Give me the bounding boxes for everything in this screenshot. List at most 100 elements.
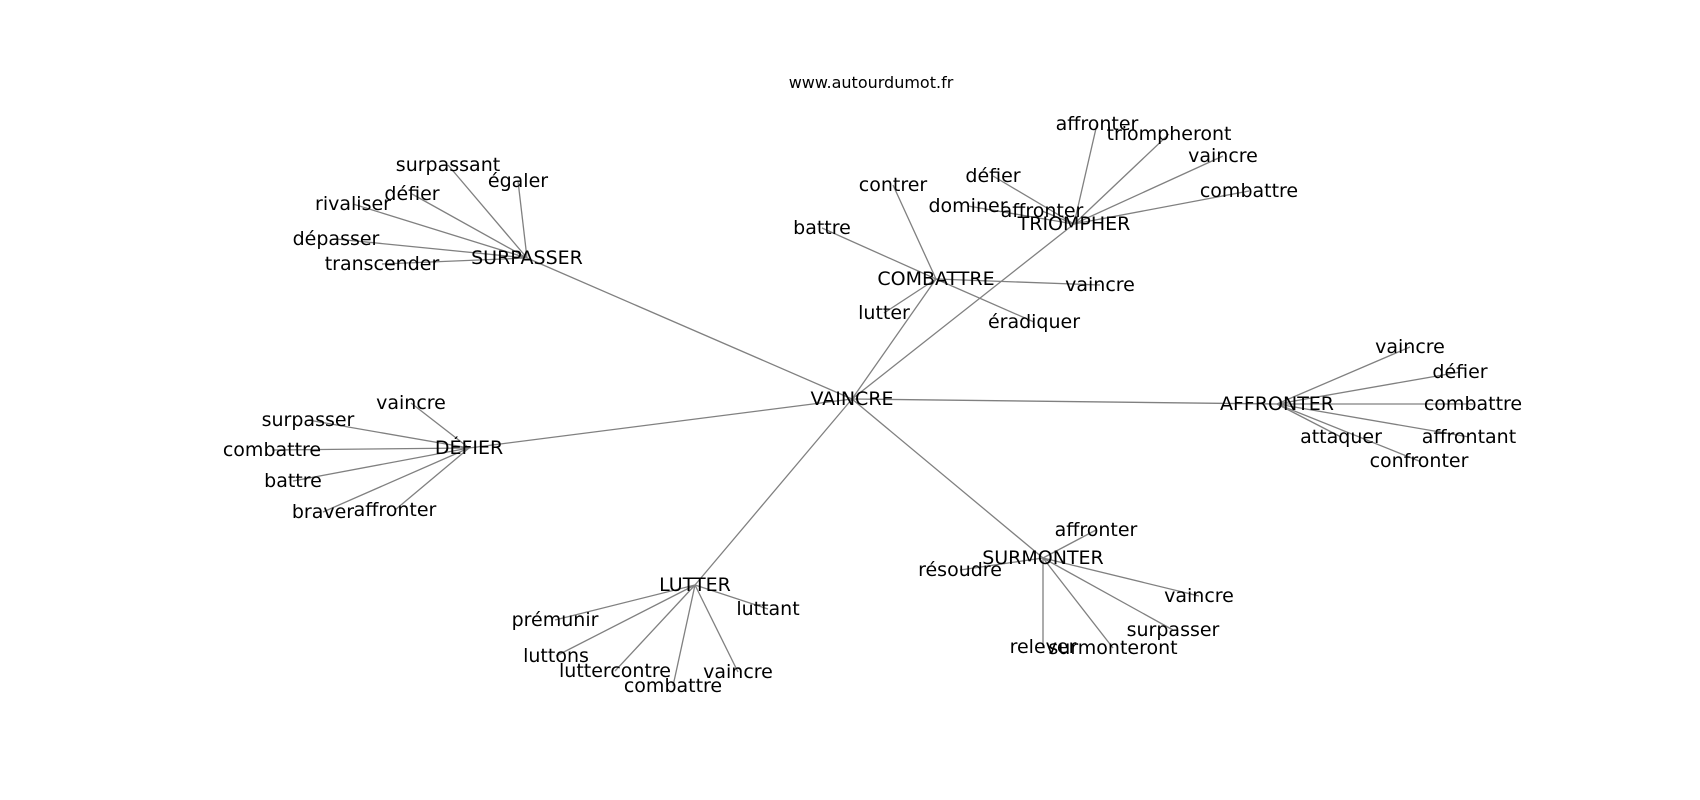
node-label-s5: dépasser <box>293 228 380 250</box>
edge-defier_hub-d6 <box>394 447 470 511</box>
edge-affronter_hub-a5 <box>1276 403 1470 438</box>
edge-defier_hub-d1 <box>410 402 470 449</box>
edges-layer <box>271 123 1473 687</box>
node-label-m2: résoudre <box>918 559 1002 581</box>
node-label-surmonter_hub: SURMONTER <box>982 547 1104 569</box>
node-label-m4: surpasser <box>1127 619 1220 641</box>
edge-vaincre_root-affronter_hub <box>851 398 1278 405</box>
edge-combattre_hub-c3 <box>883 278 937 314</box>
edge-vaincre_root-defier_hub <box>468 398 853 449</box>
node-label-lutter_hub: LUTTER <box>659 574 731 596</box>
node-label-d2: surpasser <box>262 409 355 431</box>
node-label-l4: luttercontre <box>559 660 671 682</box>
edge-affronter_hub-a1 <box>1276 346 1411 405</box>
edge-combattre_hub-c5 <box>935 278 1035 323</box>
source-label: www.autourdumot.fr <box>789 73 954 92</box>
edge-triompher_hub-t4 <box>1073 155 1224 225</box>
edge-vaincre_root-surpasser_hub <box>526 257 853 400</box>
edge-vaincre_root-combattre_hub <box>851 278 937 400</box>
node-label-l2: luttant <box>736 598 799 620</box>
edge-surmonter_hub-m1 <box>1042 529 1097 559</box>
edge-lutter_hub-l5 <box>672 584 696 687</box>
node-label-combattre_hub: COMBATTRE <box>877 268 994 290</box>
edge-surmonter_hub-m6 <box>1042 557 1114 649</box>
node-label-c3: lutter <box>858 302 910 324</box>
edge-affronter_hub-a4 <box>1276 403 1342 438</box>
node-label-s2: égaler <box>488 170 548 192</box>
node-label-s1: surpassant <box>396 154 500 176</box>
node-label-t1: affronter <box>1056 113 1139 135</box>
node-label-c4: vaincre <box>1065 274 1135 296</box>
edge-lutter_hub-l2 <box>694 584 769 610</box>
node-label-t6: affronter <box>1001 200 1084 222</box>
edge-defier_hub-d5 <box>322 447 470 513</box>
node-label-l1: prémunir <box>512 609 599 631</box>
edge-triompher_hub-t2 <box>1073 133 1170 225</box>
node-label-l3: luttons <box>523 645 589 667</box>
edge-surpasser_hub-s5 <box>335 238 528 259</box>
edge-vaincre_root-surmonter_hub <box>851 398 1044 559</box>
edge-surpasser_hub-s2 <box>517 180 528 259</box>
edge-triompher_hub-t5 <box>967 205 1075 225</box>
node-label-a4: attaquer <box>1300 426 1382 448</box>
edge-surpasser_hub-s6 <box>381 257 528 265</box>
edge-triompher_hub-t6 <box>1041 210 1075 225</box>
node-label-d5: braver <box>292 501 354 523</box>
edge-surmonter_hub-m3 <box>1042 557 1200 597</box>
edge-triompher_hub-t7 <box>1073 190 1250 225</box>
node-label-l6: vaincre <box>703 661 773 683</box>
node-label-d6: affronter <box>354 499 437 521</box>
node-label-d3: combattre <box>223 439 321 461</box>
edge-affronter_hub-a2 <box>1276 371 1461 405</box>
node-label-t2: triompheront <box>1107 123 1232 145</box>
edge-combattre_hub-c1 <box>892 184 937 280</box>
node-label-c2: battre <box>793 217 851 239</box>
edge-surmonter_hub-m4 <box>1042 557 1174 631</box>
edge-lutter_hub-l1 <box>554 584 696 621</box>
node-label-a6: confronter <box>1370 450 1469 472</box>
edge-surmonter_hub-m2 <box>959 557 1044 571</box>
edge-vaincre_root-triompher_hub <box>851 223 1075 400</box>
edge-defier_hub-d4 <box>292 447 470 482</box>
node-label-a2: défier <box>1432 361 1487 383</box>
node-label-s4: rivaliser <box>315 193 391 215</box>
edge-defier_hub-d2 <box>307 419 470 449</box>
edge-affronter_hub-a6 <box>1276 403 1420 462</box>
labels-layer: VAINCRE SURPASSER COMBATTRE TRIOMPHER AFFRON… <box>223 113 1522 697</box>
edge-lutter_hub-l6 <box>694 584 739 673</box>
node-label-m1: affronter <box>1055 519 1138 541</box>
node-label-t4: vaincre <box>1188 145 1258 167</box>
edge-triompher_hub-t1 <box>1073 123 1098 225</box>
edge-triompher_hub-t3 <box>992 175 1075 225</box>
node-label-t5: dominer <box>928 195 1007 217</box>
node-label-m6: surmonteront <box>1048 637 1177 659</box>
edge-lutter_hub-l4 <box>614 584 696 672</box>
edge-lutter_hub-l3 <box>555 584 696 657</box>
edge-defier_hub-d3 <box>271 447 470 451</box>
node-label-affronter_hub: AFFRONTER <box>1220 393 1334 415</box>
node-label-l5: combattre <box>624 675 722 697</box>
node-label-surpasser_hub: SURPASSER <box>471 247 583 269</box>
node-label-d4: battre <box>264 470 322 492</box>
node-label-s3: défier <box>384 183 439 205</box>
node-label-m5: relever <box>1010 636 1077 658</box>
node-label-m3: vaincre <box>1164 585 1234 607</box>
edge-combattre_hub-c4 <box>935 278 1101 286</box>
node-label-t7: combattre <box>1200 180 1298 202</box>
edge-surpasser_hub-s3 <box>411 193 528 259</box>
node-label-triompher_hub: TRIOMPHER <box>1017 213 1131 235</box>
node-label-a5: affrontant <box>1422 426 1516 448</box>
node-label-vaincre_root: VAINCRE <box>810 388 893 410</box>
node-label-defier_hub: DÉFIER <box>435 436 503 459</box>
edge-surpasser_hub-s4 <box>352 203 528 259</box>
edge-vaincre_root-lutter_hub <box>694 398 853 586</box>
node-label-t3: défier <box>965 165 1020 187</box>
node-label-d1: vaincre <box>376 392 446 414</box>
node-label-a1: vaincre <box>1375 336 1445 358</box>
node-label-c1: contrer <box>859 174 928 196</box>
node-label-a3: combattre <box>1424 393 1522 415</box>
edge-combattre_hub-c2 <box>821 227 937 280</box>
node-label-s6: transcender <box>325 253 440 275</box>
edge-surpasser_hub-s1 <box>447 164 528 259</box>
